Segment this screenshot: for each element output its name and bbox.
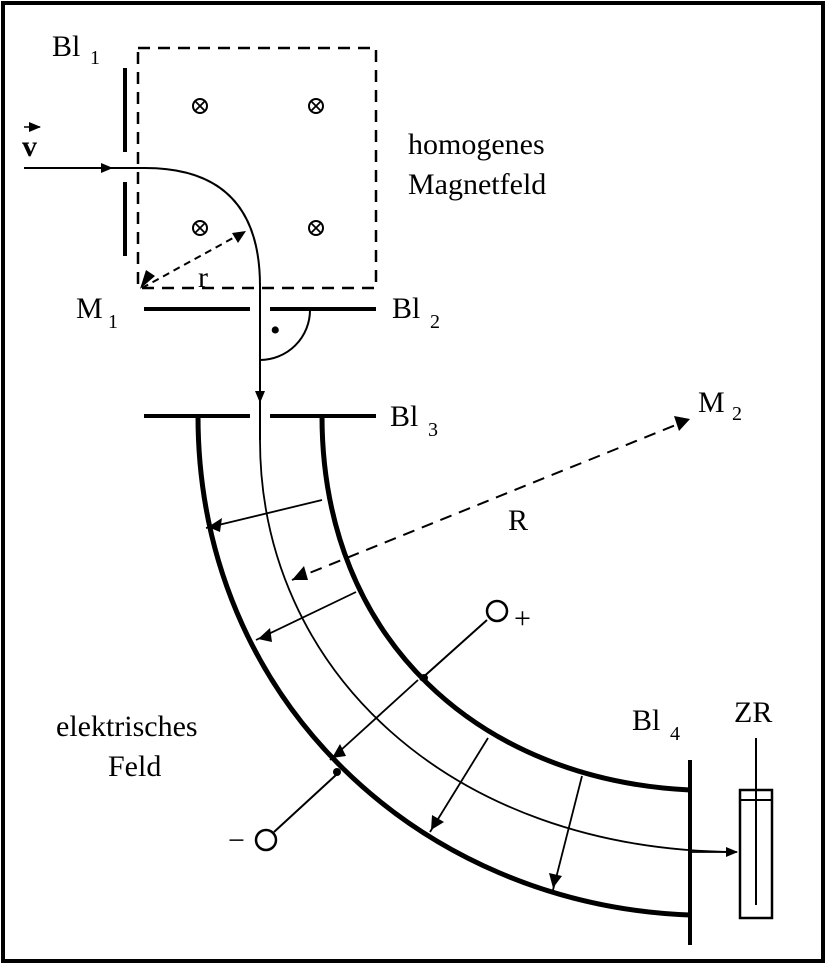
label-m2-sub: 2 <box>732 403 742 425</box>
field-line <box>329 679 419 761</box>
label-r-small: r <box>198 261 208 294</box>
label-bl2-sub: 2 <box>430 311 440 333</box>
label-bl4-sub: 4 <box>670 723 680 745</box>
circle-times-icon <box>308 98 324 114</box>
label-bl3-sub: 3 <box>428 419 438 441</box>
radius-r-line <box>141 231 245 289</box>
label-bl1-sub: 1 <box>90 47 100 69</box>
radius-R-line <box>291 419 689 581</box>
label-plus: + <box>514 602 531 635</box>
label-m1-sub: 1 <box>108 311 118 333</box>
label-elec-line2: Feld <box>108 750 161 783</box>
label-R: R <box>508 504 528 537</box>
label-v: v <box>22 130 37 163</box>
plus-lead <box>419 619 488 681</box>
ion-path-magnetic <box>144 167 261 287</box>
label-elec-line1: elektrisches <box>56 710 198 743</box>
right-angle-dot: • <box>270 314 281 347</box>
circle-times-icon <box>192 98 208 114</box>
label-bl1: Bl <box>52 30 80 63</box>
label-bl2: Bl <box>392 292 420 325</box>
ion-path-electric <box>259 439 736 853</box>
field-line <box>255 591 357 641</box>
label-m2: M <box>698 386 725 419</box>
circle-times-icon <box>192 220 208 236</box>
circle-times-icon <box>308 220 324 236</box>
open-circle-icon <box>485 599 509 623</box>
label-m1: M <box>76 292 103 325</box>
field-arrowheads <box>208 518 562 888</box>
capacitor-inner-plate <box>319 415 691 793</box>
minus-lead <box>273 774 337 833</box>
label-zr: ZR <box>734 696 772 729</box>
field-line <box>429 737 489 833</box>
label-bl4: Bl <box>632 704 660 737</box>
right-angle-arc <box>259 309 311 361</box>
label-bl3: Bl <box>390 400 418 433</box>
field-line <box>205 499 323 529</box>
capacitor-outer-plate <box>195 415 691 918</box>
label-magnet-line1: homogenes <box>408 128 545 161</box>
label-magnet-line2: Magnetfeld <box>408 168 546 201</box>
label-minus: − <box>228 824 245 857</box>
field-line <box>552 775 583 891</box>
open-circle-icon <box>254 828 278 852</box>
counter-tube <box>738 738 774 920</box>
